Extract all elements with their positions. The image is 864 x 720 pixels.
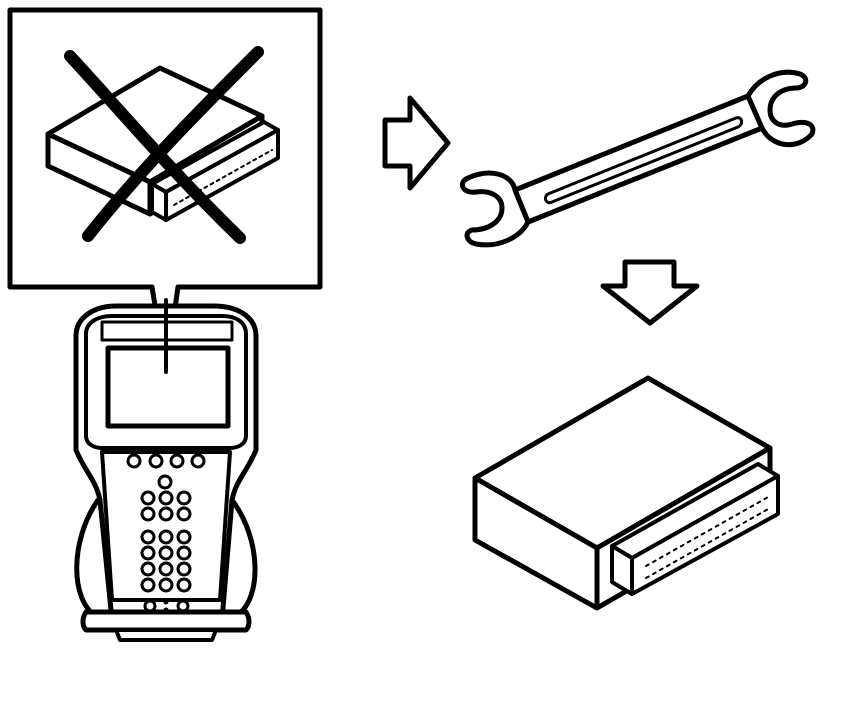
keypad-key [176, 561, 192, 577]
keypad-key [158, 529, 174, 545]
keypad-key [176, 545, 192, 561]
wrench-icon [460, 69, 816, 248]
x-mark-icon [64, 46, 264, 244]
arrow-right-icon [382, 95, 451, 191]
keypad-dot [163, 599, 169, 605]
keypad-key [158, 545, 174, 561]
module-icon [472, 375, 780, 611]
keypad-key [140, 529, 156, 545]
scan-tool-icon [73, 298, 259, 642]
keypad-key [176, 577, 192, 593]
keypad-key [158, 490, 174, 506]
keypad-key [140, 506, 156, 522]
keypad-key [140, 545, 156, 561]
keypad-key [140, 561, 156, 577]
keypad-buttons [140, 474, 192, 613]
keypad-key [158, 561, 174, 577]
keypad-key [140, 577, 156, 593]
keypad-key [157, 474, 173, 490]
keypad-key [176, 529, 192, 545]
keypad-key [176, 490, 192, 506]
function-keys [126, 453, 206, 469]
keypad-key [176, 506, 192, 522]
keypad-key [140, 490, 156, 506]
keypad-key [158, 506, 174, 522]
keypad-key [158, 577, 174, 593]
arrow-down-icon [600, 259, 700, 326]
